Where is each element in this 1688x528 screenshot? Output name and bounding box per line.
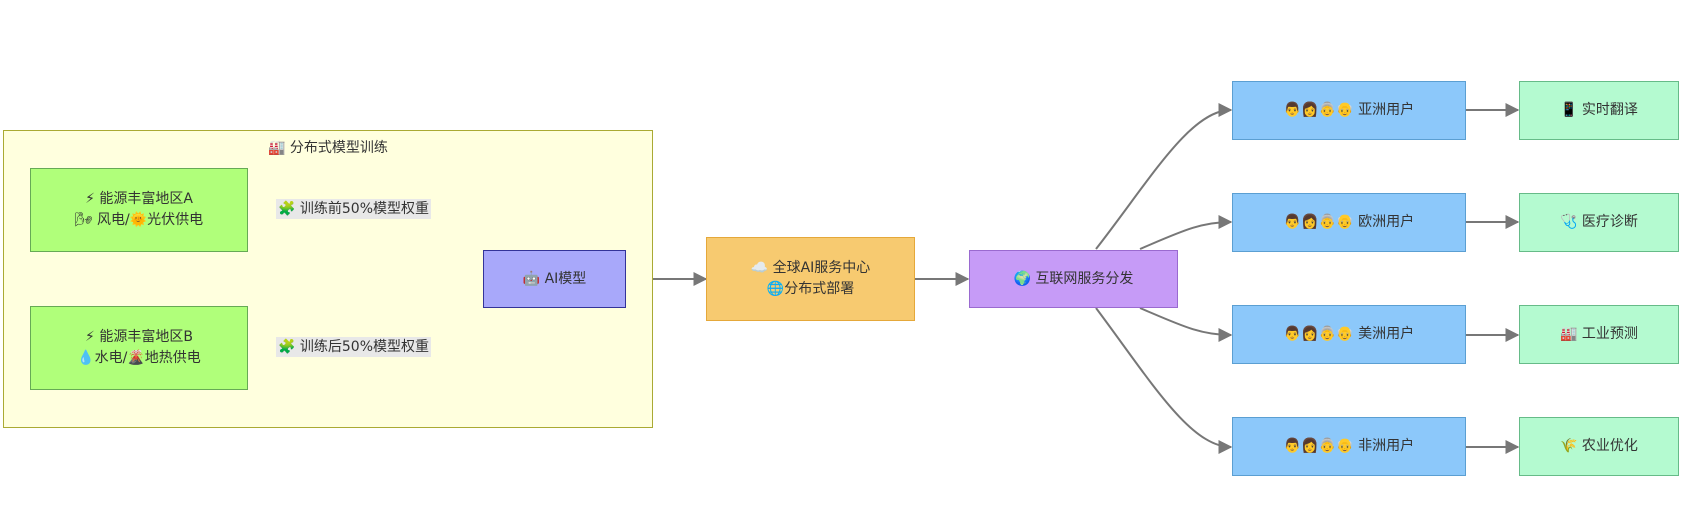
ai-model-label: 🤖 AI模型 (522, 270, 587, 287)
node-internet-distribution[interactable]: 🌍 互联网服务分发 (969, 250, 1178, 308)
node-industrial-forecast[interactable]: 🏭 工业预测 (1519, 305, 1679, 364)
europe-label: 👨👩👵👴 欧洲用户 (1283, 214, 1415, 230)
industry-label: 🏭 工业预测 (1560, 326, 1638, 342)
medical-label: 🩺 医疗诊断 (1560, 214, 1638, 230)
node-realtime-translation[interactable]: 📱 实时翻译 (1519, 81, 1679, 140)
node-asia-users[interactable]: 👨👩👵👴 亚洲用户 (1232, 81, 1466, 140)
center-line1: ☁️ 全球AI服务中心 (750, 260, 871, 276)
region-b-line1: ⚡ 能源丰富地区B (85, 329, 193, 345)
node-region-a[interactable]: ⚡ 能源丰富地区A 🌬 风电/🌞光伏供电 (30, 168, 248, 252)
node-europe-users[interactable]: 👨👩👵👴 欧洲用户 (1232, 193, 1466, 252)
edge-internet-america (1139, 307, 1233, 342)
edge-label-a: 🧩 训练前50%模型权重 (276, 199, 431, 219)
edge-internet-europe (1139, 215, 1233, 250)
region-a-line1: ⚡ 能源丰富地区A (85, 191, 193, 207)
region-a-line2: 🌬 风电/🌞光伏供电 (74, 212, 204, 228)
internet-label: 🌍 互联网服务分发 (1013, 270, 1134, 287)
cluster-title: 🏭 分布式模型训练 (268, 140, 388, 156)
center-line2: 🌐分布式部署 (766, 281, 855, 297)
translate-label: 📱 实时翻译 (1560, 102, 1638, 118)
region-b-line2: 💧水电/🌋地热供电 (77, 350, 201, 366)
edge-internet-africa (1095, 307, 1233, 454)
america-label: 👨👩👵👴 美洲用户 (1283, 326, 1415, 342)
node-medical-diagnosis[interactable]: 🩺 医疗诊断 (1519, 193, 1679, 252)
node-global-center[interactable]: ☁️ 全球AI服务中心 🌐分布式部署 (706, 237, 915, 321)
africa-label: 👨👩👵👴 非洲用户 (1283, 438, 1415, 454)
node-ai-model[interactable]: 🤖 AI模型 (483, 250, 626, 308)
node-agriculture-optimization[interactable]: 🌾 农业优化 (1519, 417, 1679, 476)
node-region-b[interactable]: ⚡ 能源丰富地区B 💧水电/🌋地热供电 (30, 306, 248, 390)
node-africa-users[interactable]: 👨👩👵👴 非洲用户 (1232, 417, 1466, 476)
agri-label: 🌾 农业优化 (1560, 438, 1638, 454)
node-america-users[interactable]: 👨👩👵👴 美洲用户 (1232, 305, 1466, 364)
edge-label-b: 🧩 训练后50%模型权重 (276, 337, 431, 357)
asia-label: 👨👩👵👴 亚洲用户 (1283, 102, 1415, 118)
edge-internet-asia (1095, 103, 1233, 250)
